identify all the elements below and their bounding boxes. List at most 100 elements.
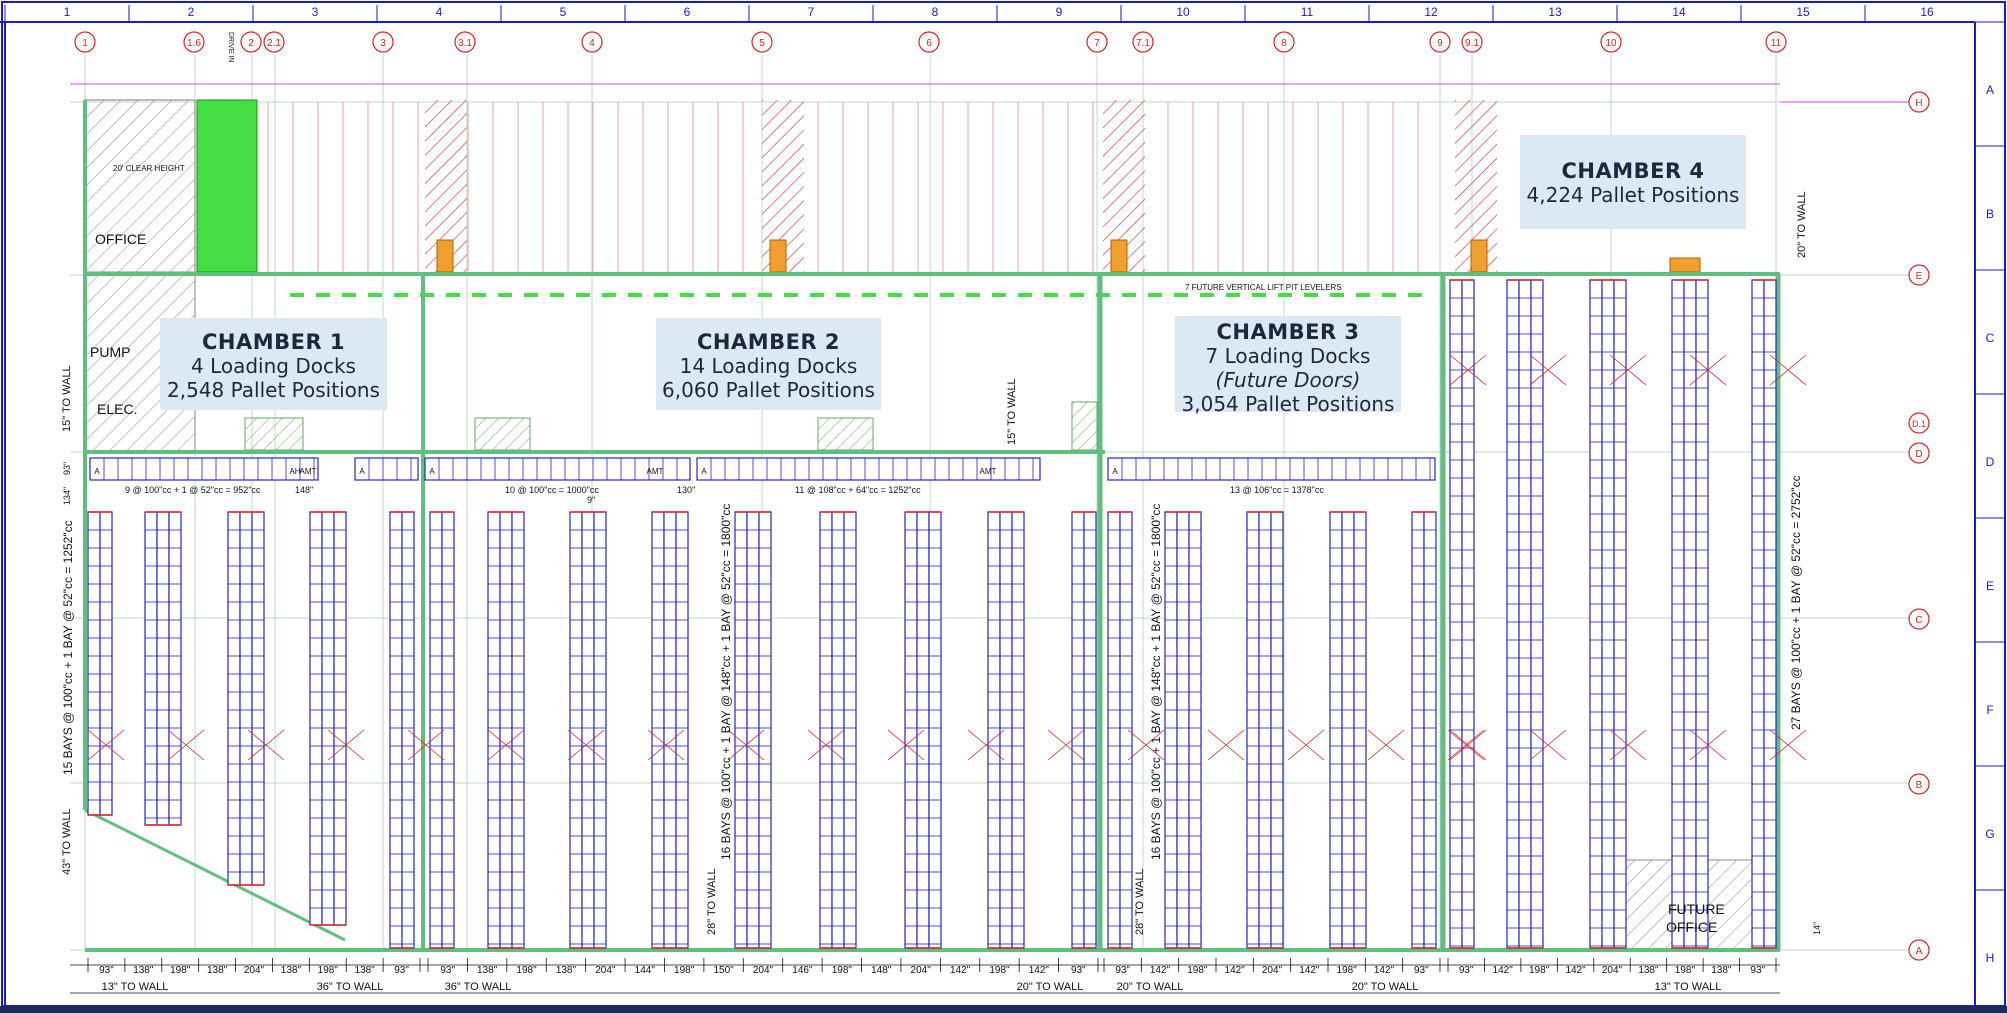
c2-run: 16 BAYS @ 100"cc + 1 BAY @ 148"cc + 1 BA… [719,504,733,860]
column-bubble-text-8: 8 [1281,38,1287,49]
dock-door-1 [436,239,454,273]
rack-c1-c [251,511,265,886]
chamber-1-title: CHAMBER 1 [201,330,346,354]
ruler-label-6: 6 [684,5,691,19]
column-bubble-text-3: 3 [380,38,386,49]
rack-c1-c [239,511,253,886]
chamber-3-title: CHAMBER 3 [1216,320,1360,344]
column-bubble-text-1: 1 [82,38,88,49]
rack-c4-e [1751,279,1765,949]
dim-c1-label: 93" [394,965,409,976]
dim-c2-label: 138" [477,965,498,976]
ruler-label-G: G [1985,827,1994,841]
rack-c2-g [904,511,918,949]
column-bubble-text-4: 4 [589,38,595,49]
ruler-label-4: 4 [436,5,443,19]
column-bubble-2.1 [263,31,285,53]
to-wall-28a: 28" TO WALL [706,868,718,935]
rack-c1-b [144,511,158,826]
column-bubble-text-6: 6 [926,38,932,49]
crossover-brace [1127,729,1165,761]
levelers-note: 7 FUTURE VERTICAL LIFT PIT LEVELERS [1185,283,1342,292]
rack-c3-b [1176,511,1190,949]
dim-93: 93" [62,462,72,475]
dim-c1-label: 198" [170,965,191,976]
dim-c2-label: 148" [871,965,892,976]
chamber-4-pallets: 4,224 Pallet Positions [1526,183,1740,207]
rack-c2-c [581,511,595,949]
drive-in-note: DRIVE IN [227,32,234,62]
rack-c2-h [1011,511,1025,949]
rack-c4-b [1506,279,1520,949]
drive-in-area [196,99,258,273]
rack-c3-a [1107,511,1121,949]
row-bubble-E [1908,264,1930,286]
rack-c3-c [1270,511,1284,949]
dim-c4-label: 138" [1638,965,1659,976]
column-bubble-7 [1086,31,1108,53]
ruler-label-15: 15 [1796,5,1810,19]
rack-c3-d [1329,511,1343,949]
dim-9: 9" [587,495,595,505]
rack-c4-d [1671,279,1685,949]
column-bubble-4 [581,31,603,53]
crossover-brace [1287,729,1325,761]
dim-c3-label: 93" [1414,965,1429,976]
rack-ah-label: AH [289,467,300,476]
dim-c2-label: 198" [989,965,1010,976]
ruler-label-B: B [1986,207,1994,221]
rack-c2-g [928,511,942,949]
rack-row-label: A [94,467,100,476]
column-bubble-3 [372,31,394,53]
rack-amt-label: AMT [300,467,317,476]
crossover-brace [727,729,765,761]
rack-row-label: A [701,467,707,476]
crossover-brace [887,729,925,761]
ruler-label-14: 14 [1672,5,1686,19]
dim-c3-label: 142" [1150,965,1171,976]
dim-c1-label: 138" [133,965,154,976]
rack-c4-e [1763,279,1777,949]
crossover-brace [647,729,685,761]
row-bubble-text-H: H [1915,98,1922,109]
dim-c2-label: 93" [1071,965,1086,976]
pump-label: PUMP [90,344,130,360]
dim-c2-label: 198" [674,965,695,976]
chamber-3-future: (Future Doors) [1215,368,1361,392]
row3-head: 130" [677,485,695,495]
rack-row-top-4 [1107,457,1436,481]
ruler-label-8: 8 [932,5,939,19]
chamber-4-title: CHAMBER 4 [1561,159,1705,183]
ruler-label-A: A [1986,83,1994,97]
rack-c2-f [831,511,845,949]
ruler-label-13: 13 [1548,5,1562,19]
dim-wall-label: 36" TO WALL [445,981,512,993]
rack-c1-a [87,511,101,816]
dim-c4-label: 198" [1675,965,1696,976]
dim-c2-label: 198" [516,965,537,976]
column-bubble-11 [1765,31,1787,53]
crossover-brace [1689,354,1727,386]
crossover-brace [327,729,365,761]
crossover-brace [1609,354,1647,386]
row-bubble-H [1908,91,1930,113]
dim-134: 134" [62,487,72,505]
dim-c2-label: 93" [440,965,455,976]
crossover-brace [1769,354,1807,386]
crossover-brace [1207,729,1245,761]
dim-c4-label: 198" [1529,965,1550,976]
rack-c1-b [156,511,170,826]
row-bubble-text-C: C [1915,615,1922,626]
future-office-label: OFFICE [1666,919,1717,935]
rack-c2-d [651,511,665,949]
chamber-3-docks: 7 Loading Docks [1205,344,1371,368]
rack-c4-c [1589,279,1603,949]
ruler-label-16: 16 [1920,5,1934,19]
hatch-small-3 [817,417,874,451]
rack-c2-f [843,511,857,949]
rack-row-top-2 [424,457,691,481]
crossover-brace [1769,729,1807,761]
